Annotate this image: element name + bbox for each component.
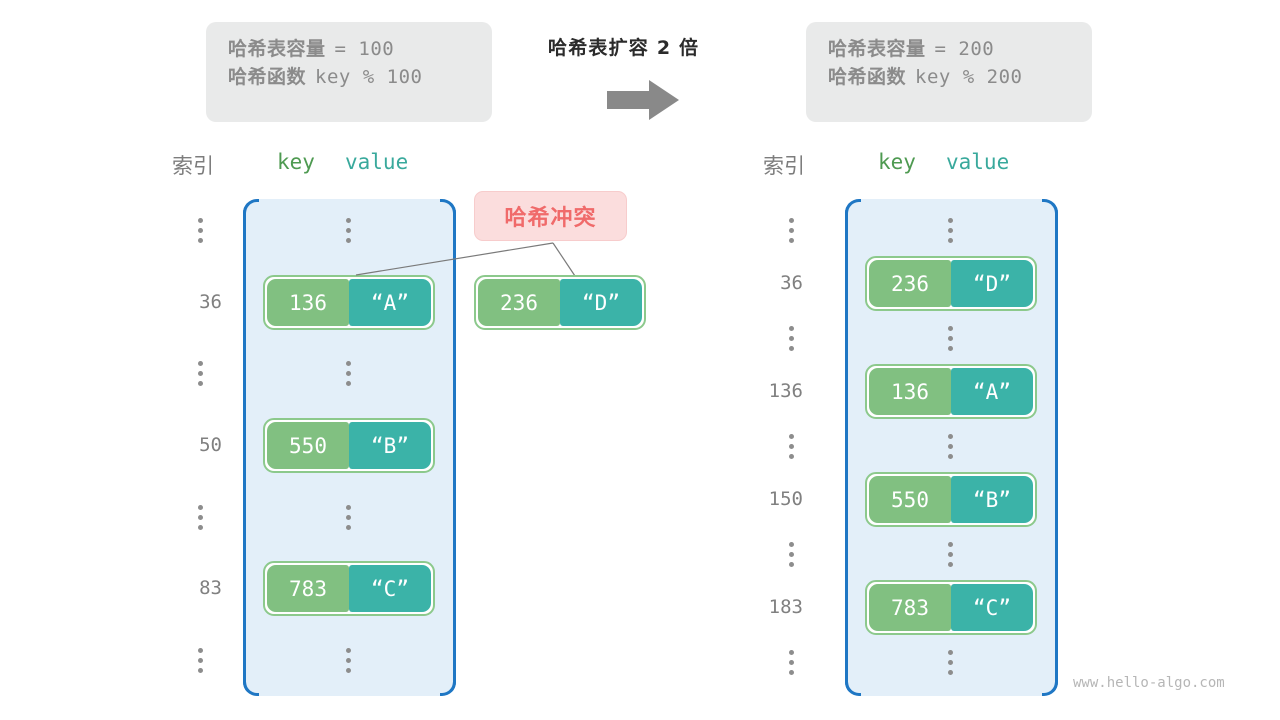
before-entry-36[interactable]: 136 “A” (263, 275, 435, 330)
before-index-dots-3 (198, 648, 204, 673)
after-slot-dots-0 (948, 218, 954, 243)
after-slot-dots-2 (948, 434, 954, 459)
after-entry-183-key: 783 (869, 584, 951, 631)
after-index-dots-2 (789, 434, 795, 459)
after-function-value: key % 200 (915, 65, 1023, 88)
after-info-box: 哈希表容量 = 200 哈希函数 key % 200 (806, 22, 1092, 122)
after-index-dots-4 (789, 650, 795, 675)
after-entry-136-key: 136 (869, 368, 951, 415)
before-slot-dots-0 (346, 218, 352, 243)
after-entry-150-key: 550 (869, 476, 951, 523)
before-index-dots-1 (198, 361, 204, 386)
after-capacity-value: = 200 (934, 38, 995, 60)
before-capacity-label: 哈希表容量 (228, 38, 326, 60)
before-function-label: 哈希函数 (228, 65, 307, 88)
after-index-dots-1 (789, 326, 795, 351)
before-entry-50-value: “B” (349, 422, 431, 469)
before-entry-36-value: “A” (349, 279, 431, 326)
after-entry-183-value: “C” (951, 584, 1033, 631)
before-index-dots-2 (198, 505, 204, 530)
after-capacity-line: 哈希表容量 = 200 (828, 36, 1070, 64)
before-capacity-value: = 100 (334, 38, 395, 60)
before-capacity-line: 哈希表容量 = 100 (228, 36, 470, 64)
after-entry-36-key: 236 (869, 260, 951, 307)
before-index-label-50: 50 (199, 434, 222, 456)
before-info-box: 哈希表容量 = 100 哈希函数 key % 100 (206, 22, 492, 122)
after-index-label-150: 150 (768, 488, 803, 510)
after-entry-136[interactable]: 136 “A” (865, 364, 1037, 419)
corner-br (440, 680, 456, 696)
before-entry-50-key: 550 (267, 422, 349, 469)
after-entry-183[interactable]: 783 “C” (865, 580, 1037, 635)
corner-tl (243, 199, 259, 215)
corner-tr (1042, 199, 1058, 215)
collision-badge: 哈希冲突 (474, 191, 627, 241)
corner-tl (845, 199, 861, 215)
after-entry-150-value: “B” (951, 476, 1033, 523)
after-entry-36-value: “D” (951, 260, 1033, 307)
before-entry-83-key: 783 (267, 565, 349, 612)
after-header-index: 索引 (763, 154, 805, 178)
before-function-line: 哈希函数 key % 100 (228, 64, 470, 92)
after-header-value: value (946, 150, 1010, 174)
after-function-line: 哈希函数 key % 200 (828, 64, 1070, 92)
after-index-dots-3 (789, 542, 795, 567)
after-slot-dots-4 (948, 650, 954, 675)
collision-entry-236-value: “D” (560, 279, 642, 326)
before-slot-dots-1 (346, 361, 352, 386)
after-capacity-label: 哈希表容量 (828, 38, 926, 60)
after-function-label: 哈希函数 (828, 65, 907, 88)
corner-bl (243, 680, 259, 696)
after-entry-136-value: “A” (951, 368, 1033, 415)
before-entry-36-key: 136 (267, 279, 349, 326)
right-arrow-icon (607, 80, 679, 125)
corner-bl (845, 680, 861, 696)
before-entry-83[interactable]: 783 “C” (263, 561, 435, 616)
collision-entry-236-key: 236 (478, 279, 560, 326)
before-slot-dots-2 (346, 505, 352, 530)
page-title: 哈希表扩容 2 倍 (548, 37, 700, 59)
before-slot-dots-3 (346, 648, 352, 673)
collision-entry-236[interactable]: 236 “D” (474, 275, 646, 330)
before-index-label-36: 36 (199, 291, 222, 313)
after-entry-36[interactable]: 236 “D” (865, 256, 1037, 311)
after-header-key: key (878, 150, 916, 174)
before-index-dots-0 (198, 218, 204, 243)
after-slot-dots-3 (948, 542, 954, 567)
before-entry-83-value: “C” (349, 565, 431, 612)
corner-br (1042, 680, 1058, 696)
before-header-index: 索引 (172, 154, 214, 178)
after-slot-dots-1 (948, 326, 954, 351)
after-index-dots-0 (789, 218, 795, 243)
before-header-value: value (345, 150, 409, 174)
after-index-label-136: 136 (768, 380, 803, 402)
after-index-label-183: 183 (768, 596, 803, 618)
before-entry-50[interactable]: 550 “B” (263, 418, 435, 473)
before-function-value: key % 100 (315, 65, 423, 88)
after-index-label-36: 36 (780, 272, 803, 294)
corner-tr (440, 199, 456, 215)
after-entry-150[interactable]: 550 “B” (865, 472, 1037, 527)
watermark: www.hello-algo.com (1073, 675, 1225, 691)
before-header-key: key (277, 150, 315, 174)
before-index-label-83: 83 (199, 577, 222, 599)
